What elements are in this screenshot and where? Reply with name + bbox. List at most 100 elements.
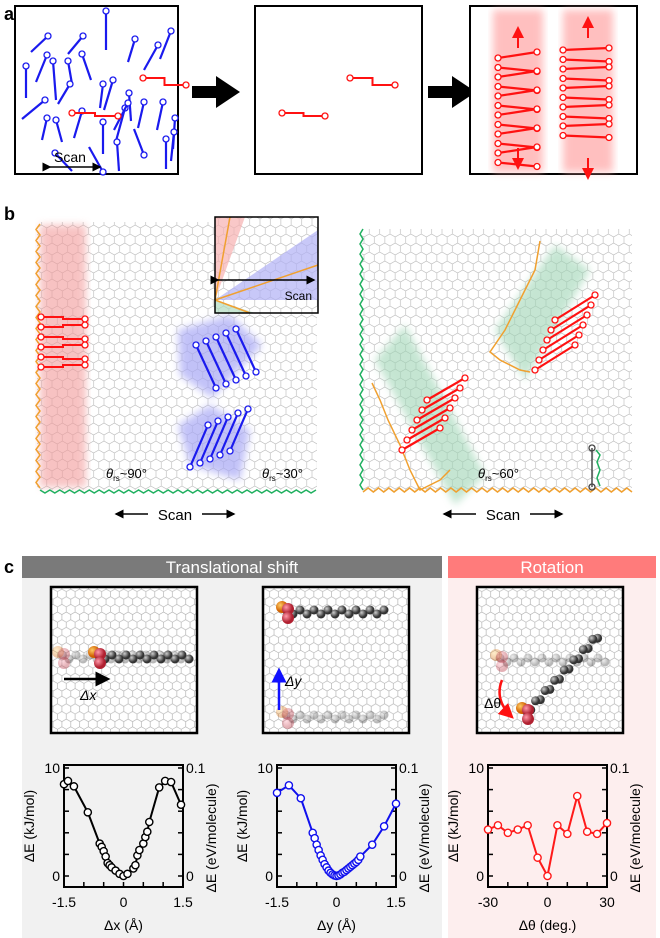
molecule-tail bbox=[411, 407, 451, 431]
molecule-tail bbox=[235, 328, 257, 373]
dy-molecule-box: Δy bbox=[261, 585, 411, 735]
x-tick-label: -1.5 bbox=[52, 894, 76, 910]
left-scan-label: Scan bbox=[158, 507, 192, 524]
molecule-tail bbox=[497, 66, 538, 73]
carbon-atom bbox=[372, 609, 382, 619]
right-scan-label: Scan bbox=[486, 507, 520, 524]
molecule-head bbox=[494, 158, 502, 167]
panel-a-box-1 bbox=[14, 5, 179, 175]
molecule-head bbox=[206, 455, 214, 463]
molecule-tail bbox=[215, 336, 237, 381]
molecule-head bbox=[222, 329, 230, 337]
panel-a-random-molecules bbox=[14, 5, 190, 176]
molecule-tail bbox=[562, 122, 610, 128]
molecule-head bbox=[139, 74, 147, 82]
molecule-head bbox=[162, 135, 170, 143]
rotation-header bbox=[448, 556, 656, 578]
rotation-header-label: Rotation bbox=[520, 558, 583, 577]
molecule-head bbox=[37, 343, 45, 351]
molecule-tail bbox=[497, 85, 538, 92]
carbon-atom bbox=[365, 710, 375, 720]
molecule-head bbox=[140, 151, 148, 159]
carbon-atom bbox=[344, 609, 354, 619]
dtheta-arrow bbox=[497, 679, 514, 719]
molecule-tail bbox=[562, 77, 610, 82]
y-axis-label: ΔE (kJ/mol) bbox=[234, 790, 250, 862]
carbon-atom bbox=[586, 657, 596, 667]
molecule-tail bbox=[562, 58, 610, 63]
translational-header-label: Translational shift bbox=[166, 558, 299, 577]
molecule-tail bbox=[497, 123, 538, 130]
panel-b-right-lattice: θrs~60° Scan bbox=[359, 228, 633, 524]
data-point bbox=[553, 820, 562, 830]
carbon-atom bbox=[149, 650, 159, 660]
inset-orange-line bbox=[214, 299, 251, 314]
carbon-atom bbox=[302, 714, 312, 724]
box-frame bbox=[49, 585, 199, 735]
molecule-head bbox=[571, 341, 579, 349]
molecule-head bbox=[114, 112, 122, 120]
molecule-tail bbox=[550, 304, 592, 331]
molecule-tail bbox=[421, 387, 461, 411]
inset-frame bbox=[214, 216, 319, 314]
molecule-tail bbox=[205, 340, 227, 385]
molecule-head bbox=[403, 436, 411, 444]
data-point bbox=[543, 871, 552, 881]
molecule-head bbox=[212, 384, 220, 392]
y-tick-label: 10 bbox=[257, 760, 273, 776]
molecule-head bbox=[125, 89, 133, 97]
molecule-model bbox=[52, 646, 194, 669]
molecule-head bbox=[224, 413, 232, 421]
y-axis-label: ΔE (kJ/mol) bbox=[21, 790, 37, 862]
data-point bbox=[123, 869, 132, 879]
molecule-head bbox=[461, 374, 469, 382]
carbon-atom bbox=[337, 605, 347, 615]
molecule-tail bbox=[562, 134, 610, 139]
molecule-tail bbox=[198, 420, 220, 464]
molecule-head bbox=[605, 82, 613, 90]
molecule-tail bbox=[98, 83, 105, 109]
molecule-head bbox=[109, 76, 117, 84]
molecule-model bbox=[276, 601, 389, 729]
molecule-head bbox=[102, 7, 110, 15]
carbon-atom bbox=[163, 650, 173, 660]
x-tick-label: 1.5 bbox=[386, 894, 406, 910]
molecule-head bbox=[575, 331, 583, 339]
edge bbox=[488, 240, 541, 373]
molecule-head bbox=[244, 405, 252, 413]
carbon-atom bbox=[295, 710, 305, 720]
molecule-head bbox=[41, 96, 49, 104]
carbon-atom bbox=[330, 714, 340, 724]
molecule-head bbox=[167, 27, 175, 35]
x-tick-label: 0 bbox=[544, 894, 552, 910]
carbon-atom bbox=[184, 654, 194, 664]
molecule-head bbox=[494, 82, 502, 91]
data-point bbox=[63, 776, 73, 786]
carbon-atom bbox=[344, 714, 354, 724]
molecule-head bbox=[232, 325, 240, 333]
molecule-model bbox=[490, 633, 610, 725]
data-point bbox=[493, 820, 503, 830]
inset-orange-line bbox=[214, 216, 231, 301]
molecule-head bbox=[413, 416, 421, 424]
molecule-tail bbox=[195, 344, 217, 389]
oxygen-atom bbox=[94, 648, 106, 660]
panel-label-a: a bbox=[4, 4, 15, 24]
carbon-atom bbox=[559, 665, 569, 675]
molecule-head bbox=[140, 98, 148, 106]
carbon-atom bbox=[516, 657, 526, 667]
domain-band-60 bbox=[375, 325, 485, 505]
panel-a-box-2 bbox=[254, 5, 423, 175]
right-arrow-icon bbox=[192, 76, 240, 108]
box-frame bbox=[261, 585, 411, 735]
zigzag-edge bbox=[39, 489, 317, 494]
carbon-atom bbox=[531, 696, 541, 706]
carbon-atom bbox=[578, 645, 588, 655]
data-point bbox=[563, 829, 572, 839]
carbon-atom bbox=[316, 609, 326, 619]
molecule-head bbox=[81, 321, 89, 329]
molecule-tail bbox=[30, 35, 49, 53]
